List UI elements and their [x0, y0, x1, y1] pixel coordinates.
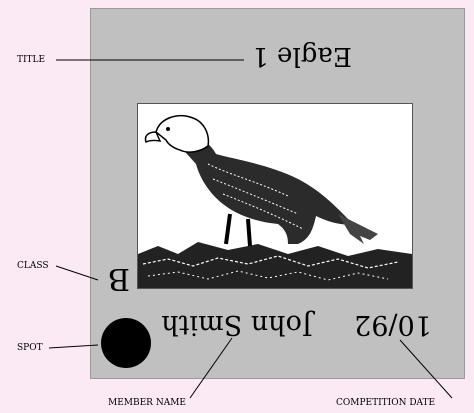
date-leader-line	[400, 340, 452, 398]
member-name-callout: MEMBER NAME	[108, 398, 186, 408]
title-callout: TITLE	[17, 55, 45, 65]
spot-callout: SPOT	[17, 343, 43, 353]
member-leader-line	[190, 338, 232, 398]
class-callout: CLASS	[17, 261, 49, 271]
class-leader-line	[56, 266, 98, 280]
competition-date-callout: COMPETITION DATE	[336, 398, 435, 408]
spot-leader-line	[49, 345, 98, 348]
